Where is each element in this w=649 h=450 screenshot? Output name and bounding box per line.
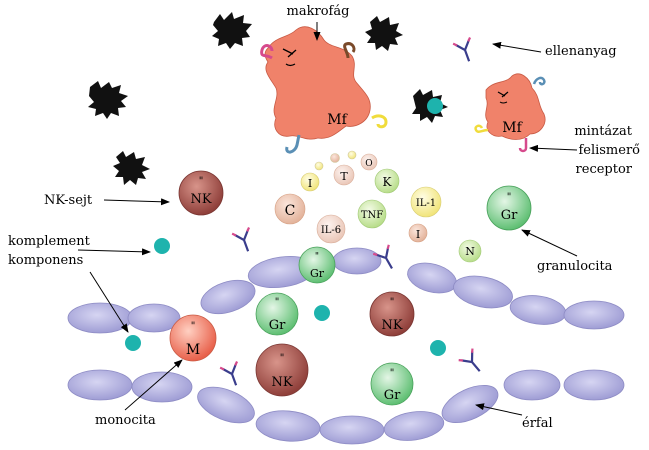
mediator-il6: IL-6 bbox=[316, 214, 346, 244]
granulocyte-right: " Gr bbox=[486, 185, 532, 231]
bacterium bbox=[365, 16, 403, 51]
arrow-nk-sejt bbox=[103, 198, 170, 206]
arrow-mintazat bbox=[529, 144, 578, 152]
svg-text:": " bbox=[390, 368, 395, 379]
label-komplement-line2: komponens bbox=[8, 253, 83, 268]
complement-components bbox=[125, 98, 446, 356]
mediator-t: T bbox=[333, 164, 355, 186]
label-mintazat-line3: receptor bbox=[576, 162, 633, 177]
antibody-icon bbox=[219, 361, 239, 386]
pattern-recognition-receptor bbox=[260, 44, 274, 60]
label-ellenanyag: ellenanyag bbox=[545, 44, 617, 59]
label-nk-sejt: NK-sejt bbox=[44, 193, 93, 208]
svg-text:": " bbox=[199, 176, 204, 187]
macrophage-small: Mf bbox=[474, 73, 546, 153]
svg-text:": " bbox=[191, 321, 196, 332]
label-mintazat-line2: felismerő bbox=[578, 143, 640, 158]
label-monocita: monocita bbox=[95, 413, 156, 428]
mediator-il1: IL-1 bbox=[410, 186, 442, 218]
mediator-n: N bbox=[458, 239, 482, 263]
label-mintazat-line1: mintázat bbox=[574, 124, 632, 139]
pattern-recognition-receptor bbox=[285, 134, 301, 154]
macrophage-cell-label: Mf bbox=[502, 120, 523, 136]
antibody-icon bbox=[372, 244, 393, 269]
svg-text:": " bbox=[280, 353, 285, 364]
antibody-icon bbox=[452, 37, 472, 62]
monocyte: " M bbox=[169, 314, 217, 362]
cytokine-dots bbox=[314, 150, 357, 171]
label-erfal: érfal bbox=[522, 416, 553, 431]
annotations: makrofág ellenanyag mintázat felismerő r… bbox=[8, 4, 640, 431]
antibodies bbox=[219, 37, 481, 386]
svg-text:T: T bbox=[340, 170, 348, 183]
svg-text:N: N bbox=[465, 245, 475, 258]
macrophage-cell-label: Mf bbox=[327, 112, 348, 128]
mediator-c: C bbox=[274, 193, 306, 225]
arrow-ellenanyag bbox=[492, 41, 542, 53]
granulocyte-label: Gr bbox=[384, 388, 401, 403]
nk-cell-top: " NK bbox=[178, 170, 224, 216]
svg-text:": " bbox=[390, 297, 395, 308]
granulocyte-label: Gr bbox=[310, 267, 325, 280]
bacterium bbox=[88, 81, 128, 119]
bacterium bbox=[113, 151, 150, 185]
pattern-recognition-receptor bbox=[371, 114, 388, 129]
arrow-komplement-to-vessel bbox=[89, 271, 129, 333]
label-komplement-line1: komplement bbox=[8, 234, 91, 249]
annotation-arrows bbox=[77, 22, 578, 416]
arrow-komplement-to-dot bbox=[77, 248, 151, 256]
svg-text:I: I bbox=[416, 228, 420, 241]
svg-text:O: O bbox=[365, 159, 372, 169]
pattern-recognition-receptor bbox=[518, 138, 528, 153]
arrow-erfal bbox=[475, 403, 523, 416]
pattern-recognition-receptor bbox=[474, 124, 489, 134]
antibody-icon bbox=[458, 348, 481, 372]
pattern-recognition-receptor bbox=[343, 42, 356, 59]
mediator-i-right: I bbox=[408, 223, 428, 243]
nk-cell-label: NK bbox=[381, 318, 402, 333]
macrophage-large: Mf bbox=[260, 26, 388, 154]
granulocyte-bottom: " Gr bbox=[370, 362, 414, 406]
label-granulocita: granulocita bbox=[537, 259, 613, 274]
arrow-granulocita bbox=[521, 229, 578, 257]
granulocyte-vessel-edge: " Gr bbox=[298, 246, 336, 284]
nk-cell-label: NK bbox=[271, 375, 292, 390]
label-makrofag: makrofág bbox=[287, 4, 350, 19]
vessel-wall-cells bbox=[67, 247, 625, 445]
bacteria bbox=[88, 12, 448, 185]
granulocyte-left: " Gr bbox=[255, 292, 299, 336]
mediator-tnf: TNF bbox=[357, 199, 387, 229]
mediator-o: O bbox=[360, 153, 378, 171]
svg-text:": " bbox=[275, 297, 280, 308]
svg-text:IL-1: IL-1 bbox=[416, 198, 436, 209]
nk-cell-middle: " NK bbox=[369, 291, 415, 337]
svg-text:TNF: TNF bbox=[361, 210, 383, 221]
granulocyte-label: Gr bbox=[269, 318, 286, 333]
nk-cell-bottom: " NK bbox=[255, 343, 309, 397]
svg-text:": " bbox=[507, 192, 512, 203]
svg-text:C: C bbox=[285, 203, 296, 219]
nk-cell-label: NK bbox=[190, 192, 211, 207]
svg-text:IL-6: IL-6 bbox=[321, 225, 341, 236]
antibody-icon bbox=[231, 227, 251, 252]
arrow-monocita bbox=[124, 359, 183, 411]
svg-text:": " bbox=[315, 252, 319, 262]
svg-text:K: K bbox=[383, 175, 393, 189]
bacterium bbox=[212, 12, 252, 49]
mediator-k: K bbox=[374, 168, 400, 194]
svg-text:I: I bbox=[308, 177, 312, 190]
monocyte-label: M bbox=[186, 342, 200, 358]
granulocyte-label: Gr bbox=[501, 208, 518, 223]
mediator-i-top: I bbox=[300, 172, 320, 192]
pattern-recognition-receptor bbox=[532, 76, 546, 86]
